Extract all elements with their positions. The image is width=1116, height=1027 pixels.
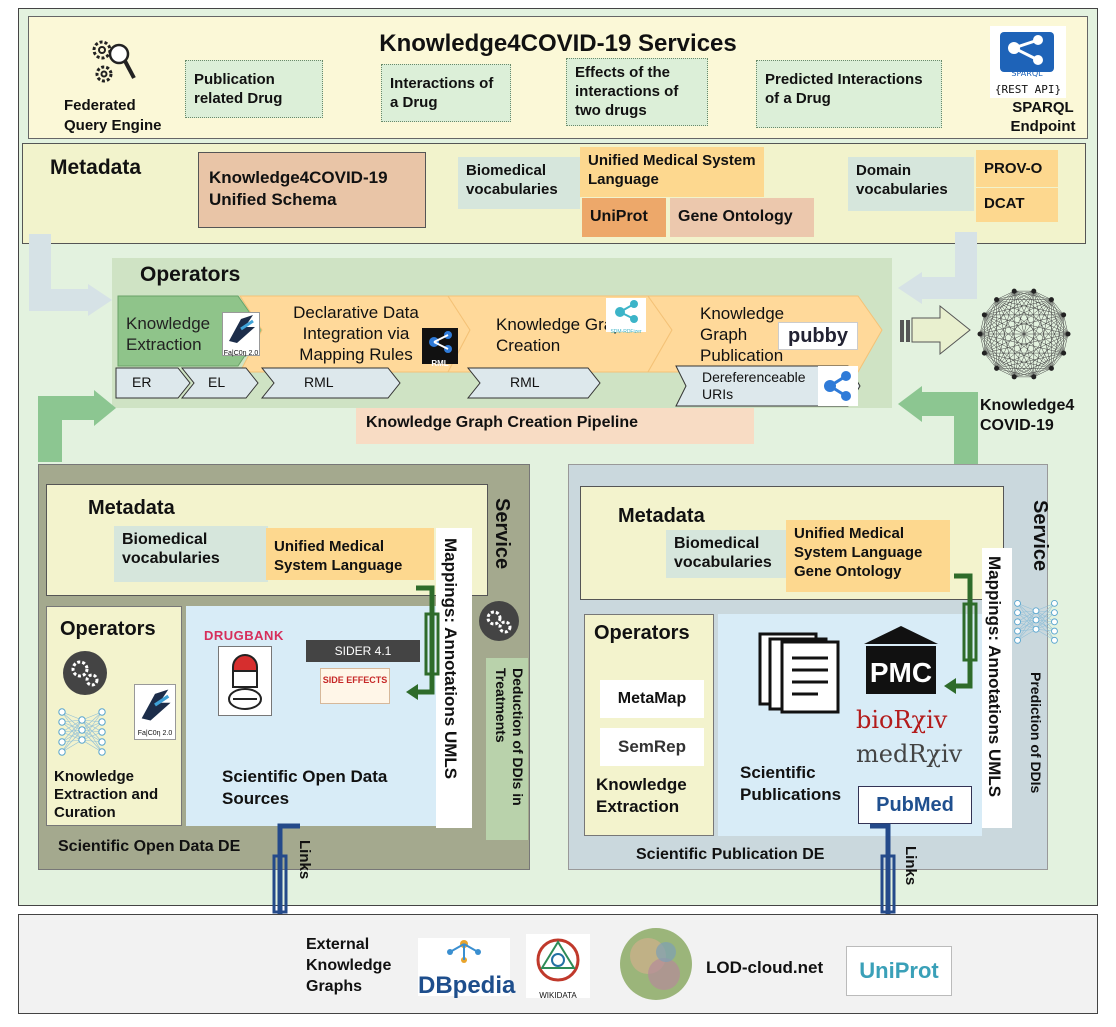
chip-er[interactable]: ER: [132, 374, 152, 390]
left-mappings-label: Mappings: Annotations UMLS: [441, 538, 460, 780]
umls-top[interactable]: Unified Medical System Language: [580, 147, 764, 197]
right-prediction-label: Prediction of DDIs: [1028, 672, 1044, 794]
operators-top-title: Operators: [140, 263, 241, 286]
services-title: Knowledge4COVID-19 Services: [379, 30, 737, 57]
drugbank-pills-icon: [218, 646, 272, 716]
left-sources-label: Scientific Open Data Sources: [222, 767, 388, 808]
gene-ontology-top[interactable]: Gene Ontology: [670, 198, 814, 237]
pmc-logo-text: PMC: [870, 657, 932, 688]
falcon-icon-left: Fa|C0η 2.0: [134, 684, 176, 740]
falcon-label-left: Fa|C0η 2.0: [137, 730, 173, 737]
rml-icon-label: RML: [431, 359, 449, 368]
drugbank-logo: DRUGBANK: [204, 628, 284, 643]
dbpedia-logo: DBpedia: [418, 938, 516, 999]
federated-query-icon: [88, 36, 138, 88]
right-operators-title: Operators: [594, 622, 690, 644]
left-links-label: Links: [296, 840, 313, 880]
prov-o[interactable]: PROV-O: [976, 150, 1058, 187]
metadata-top-title: Metadata: [50, 156, 142, 179]
step-declarative-integration[interactable]: Declarative Data Integration via Mapping…: [293, 303, 419, 364]
right-neural-net-icon: [1012, 596, 1060, 644]
sparql-api-label: {REST API}: [994, 83, 1062, 96]
wikidata-logo: WIKIDATA: [526, 934, 590, 1000]
side-effects-icon: SIDE EFFECTS: [320, 668, 390, 704]
unified-schema[interactable]: Knowledge4COVID-19 Unified Schema: [198, 152, 426, 228]
kg-label: Knowledge4 COVID-19: [980, 397, 1075, 434]
dbpedia-text: DBpedia: [418, 972, 516, 999]
metamap-label: MetaMap: [600, 680, 704, 718]
sdm-rdfizer-label: SDM-RDFizer: [610, 329, 642, 335]
left-biomedical[interactable]: Biomedical vocabularies: [114, 526, 268, 582]
right-de-footer: Scientific Publication DE: [636, 846, 825, 863]
left-operators-title: Operators: [60, 618, 156, 640]
step-knowledge-extraction[interactable]: Knowledge Extraction: [126, 314, 211, 354]
right-mappings-strip: [982, 548, 1012, 828]
left-ke-label: Knowledge Extraction and Curation: [54, 768, 159, 821]
sparql-endpoint-label: SPARQL Endpoint: [1010, 99, 1076, 135]
left-deduction-box: [486, 658, 528, 840]
service-item-publication[interactable]: Publication related Drug: [185, 60, 323, 118]
step-kg-publication[interactable]: Knowledge Graph Publication: [700, 304, 785, 365]
uri-icon: [818, 366, 858, 406]
pubmed-logo: PubMed: [858, 786, 972, 824]
right-mappings-label: Mappings: Annotations UMLS: [985, 556, 1004, 798]
federated-query-label: Federated Query Engine: [64, 97, 162, 134]
pipeline-label: Knowledge Graph Creation Pipeline: [356, 408, 754, 444]
uniprot-logo: UniProt: [846, 946, 952, 996]
right-operators-panel: [584, 614, 714, 836]
chip-dereferenceable[interactable]: Dereferenceable URIs: [702, 369, 806, 402]
sparql-logo-text: SPARQL: [1011, 69, 1043, 78]
pubby-logo: pubby: [778, 322, 858, 350]
knowledge-graph-icon: [974, 286, 1074, 382]
right-ke-label: Knowledge Extraction: [596, 775, 687, 816]
left-metadata-title: Metadata: [88, 497, 175, 519]
left-service-label: Service: [491, 498, 513, 570]
lod-cloud-label: LOD-cloud.net: [706, 958, 824, 977]
right-biomedical[interactable]: Biomedical vocabularies: [666, 530, 788, 578]
right-service-label: Service: [1029, 500, 1051, 572]
left-umls[interactable]: Unified Medical System Language: [266, 528, 434, 580]
service-item-interactions[interactable]: Interactions of a Drug: [381, 64, 511, 122]
right-links-label: Links: [902, 846, 919, 886]
left-mappings-strip: [436, 528, 472, 828]
left-gear-icon: [478, 600, 520, 642]
rml-icon: RML: [422, 328, 458, 368]
right-metadata-title: Metadata: [618, 505, 705, 527]
biomedical-vocabularies-top[interactable]: Biomedical vocabularies: [458, 157, 580, 209]
step-kg-creation[interactable]: Knowledge Graph Creation: [496, 315, 633, 355]
lod-cloud-icon: [618, 926, 694, 1002]
wikidata-text: WIKIDATA: [539, 991, 577, 1000]
service-item-effects[interactable]: Effects of the interactions of two drugs: [566, 58, 708, 126]
chip-el[interactable]: EL: [208, 374, 226, 390]
falcon-label-top: Fa|C0η 2.0: [223, 350, 259, 357]
external-label: External Knowledge Graphs: [306, 936, 392, 995]
left-deduction-label: Deduction of DDIs in Treatments: [493, 668, 526, 806]
domain-vocabularies[interactable]: Domain vocabularies: [848, 157, 974, 211]
chip-rml-1[interactable]: RML: [304, 374, 334, 390]
falcon-icon-top: Fa|C0η 2.0: [222, 312, 260, 357]
right-umls[interactable]: Unified Medical System Language Gene Ont…: [786, 520, 950, 592]
left-neural-net-icon: [56, 704, 108, 756]
left-operators-gear-icon: [62, 650, 108, 696]
sparql-icon: SPARQL {REST API}: [990, 26, 1066, 98]
pmc-logo: PMC: [862, 624, 940, 698]
semrep-label: SemRep: [600, 728, 704, 766]
chip-rml-2[interactable]: RML: [510, 374, 540, 390]
left-de-footer: Scientific Open Data DE: [58, 838, 241, 855]
uniprot-top[interactable]: UniProt: [582, 198, 666, 237]
document-stack-icon: [756, 630, 844, 714]
medrxiv-logo: medRχiv: [856, 740, 963, 768]
dcat[interactable]: DCAT: [976, 188, 1058, 222]
sdm-rdfizer-icon: SDM-RDFizer: [606, 298, 646, 335]
service-item-predicted[interactable]: Predicted Interactions of a Drug: [756, 60, 942, 128]
right-pubs-label: Scientific Publications: [740, 763, 842, 804]
biorxiv-logo: bioRχiv: [856, 706, 948, 734]
sider-logo: SIDER 4.1: [306, 640, 420, 662]
